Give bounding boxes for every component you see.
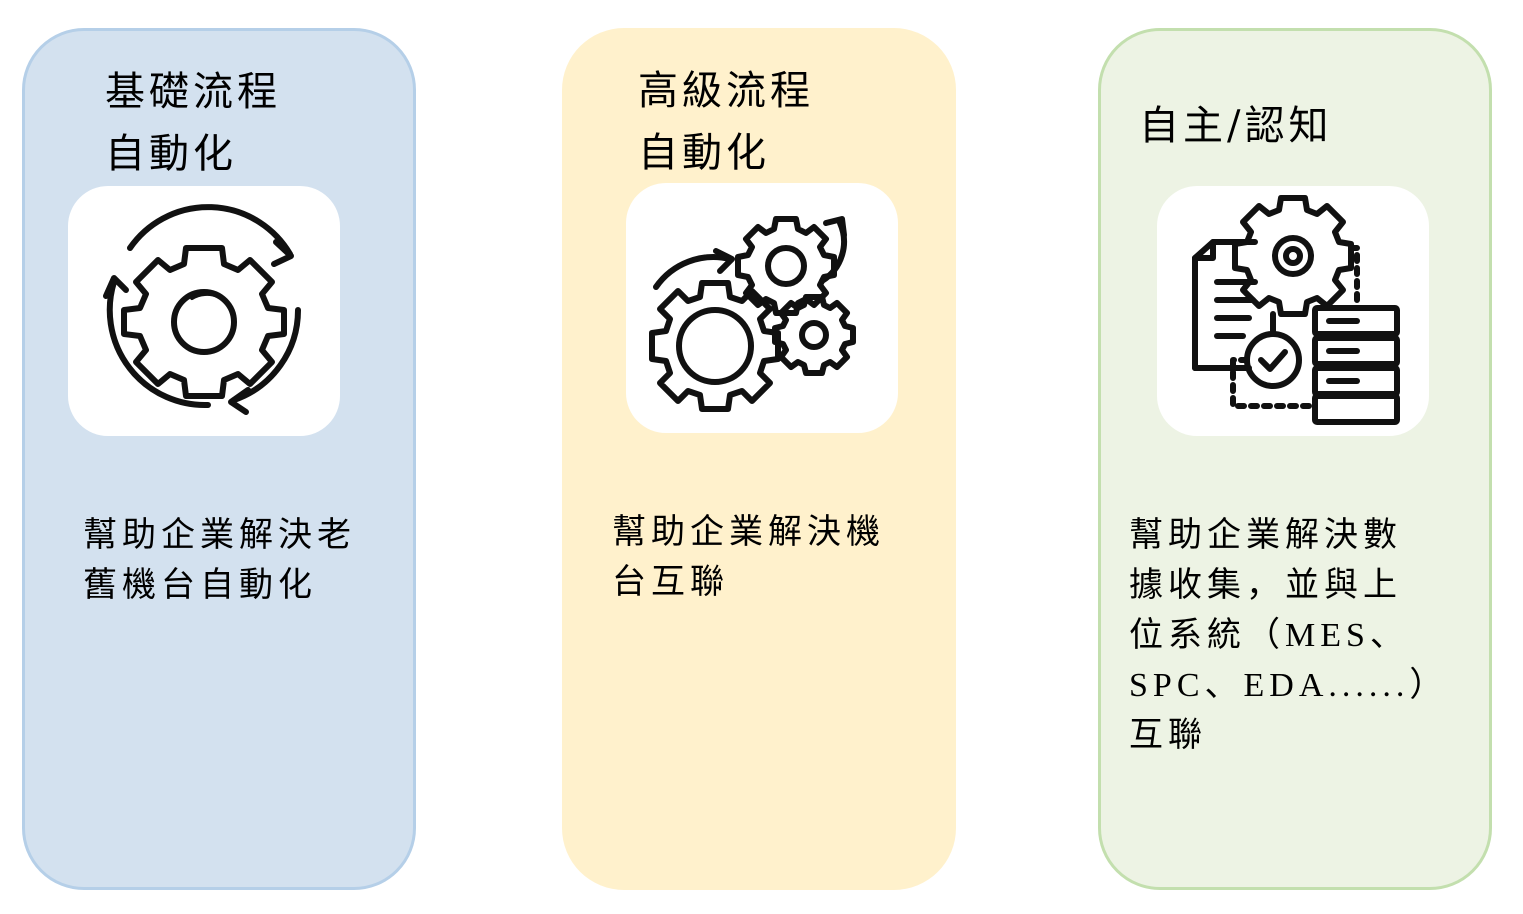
icon-container [68,186,340,436]
card-description: 幫助企業解決老 舊機台自動化 [83,517,356,604]
gear-cycle-icon [103,204,302,415]
card-title: 自主/認知 [1139,103,1333,149]
card-description: 幫助企業解決數 據收集，並與上 位系統（MES、 SPC、EDA......） … [1129,517,1449,754]
card-title: 高級流程 自動化 [638,68,814,176]
card-description: 幫助企業解決機 台互聯 [612,514,885,601]
card-autonomous-cognitive: 自主/認知 [1098,28,1492,890]
document-gear-database-icon [1192,195,1400,425]
multi-gears-icon [649,216,856,412]
card-advanced-automation: 高級流程 自動化 幫助企業解決機 台互聯 [562,28,956,890]
card-basic-automation: 基礎流程 自動化 幫助企業解決老 舊機台自動化 [22,28,416,890]
icon-container [626,183,898,433]
card-title: 基礎流程 自動化 [105,69,281,177]
icon-container [1157,186,1429,436]
